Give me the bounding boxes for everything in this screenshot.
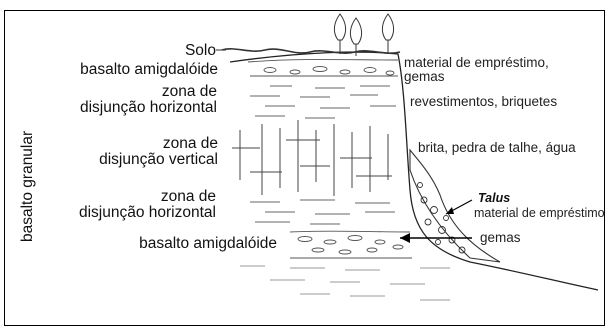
horizontal-joints-upper xyxy=(250,85,396,119)
vertical-joints-zone xyxy=(232,120,392,196)
label-horizontal-2-line2: disjunção horizontal xyxy=(78,204,216,221)
use-emprestimo-line2: gemas xyxy=(404,69,445,84)
diagram-border xyxy=(4,10,605,326)
label-talus: Talus xyxy=(478,191,511,205)
basalto-granular-label: basalto granular xyxy=(19,130,36,242)
use-talus-material: material de empréstimo xyxy=(474,206,605,220)
horizontal-joints-lower xyxy=(250,199,395,225)
cliff-face-outline xyxy=(229,51,599,291)
label-vertical-line1: zona de xyxy=(162,135,218,152)
talus-arrowhead xyxy=(446,207,454,214)
label-solo: Solo xyxy=(184,42,216,59)
label-amigdaloide-top: basalto amigdalóide xyxy=(80,61,218,78)
amygdaloid-upper-band xyxy=(247,59,399,77)
talus-fragments xyxy=(417,182,466,254)
lower-ground-lines xyxy=(240,265,450,301)
amygdaloid-lower-band xyxy=(289,230,412,259)
use-brita: brita, pedra de talhe, água xyxy=(418,140,576,155)
gemas-arrowhead xyxy=(400,233,410,243)
use-emprestimo-line1: material de empréstimo, xyxy=(404,55,549,70)
label-vertical-line2: disjunção vertical xyxy=(99,151,218,168)
tree-icon-3 xyxy=(381,13,395,54)
tree-icon-1 xyxy=(333,13,347,54)
label-horizontal-1-line1: zona de xyxy=(161,83,217,100)
label-horizontal-1-line2: disjunção horizontal xyxy=(79,99,217,116)
soil-layer-line xyxy=(221,48,401,54)
use-gemas: gemas xyxy=(480,230,521,245)
label-horizontal-2-line1: zona de xyxy=(160,188,216,205)
tree-icon-2 xyxy=(349,17,363,56)
label-amigdaloide-bottom: basalto amigdalóide xyxy=(139,235,277,252)
use-revestimentos: revestimentos, briquetes xyxy=(410,94,558,109)
